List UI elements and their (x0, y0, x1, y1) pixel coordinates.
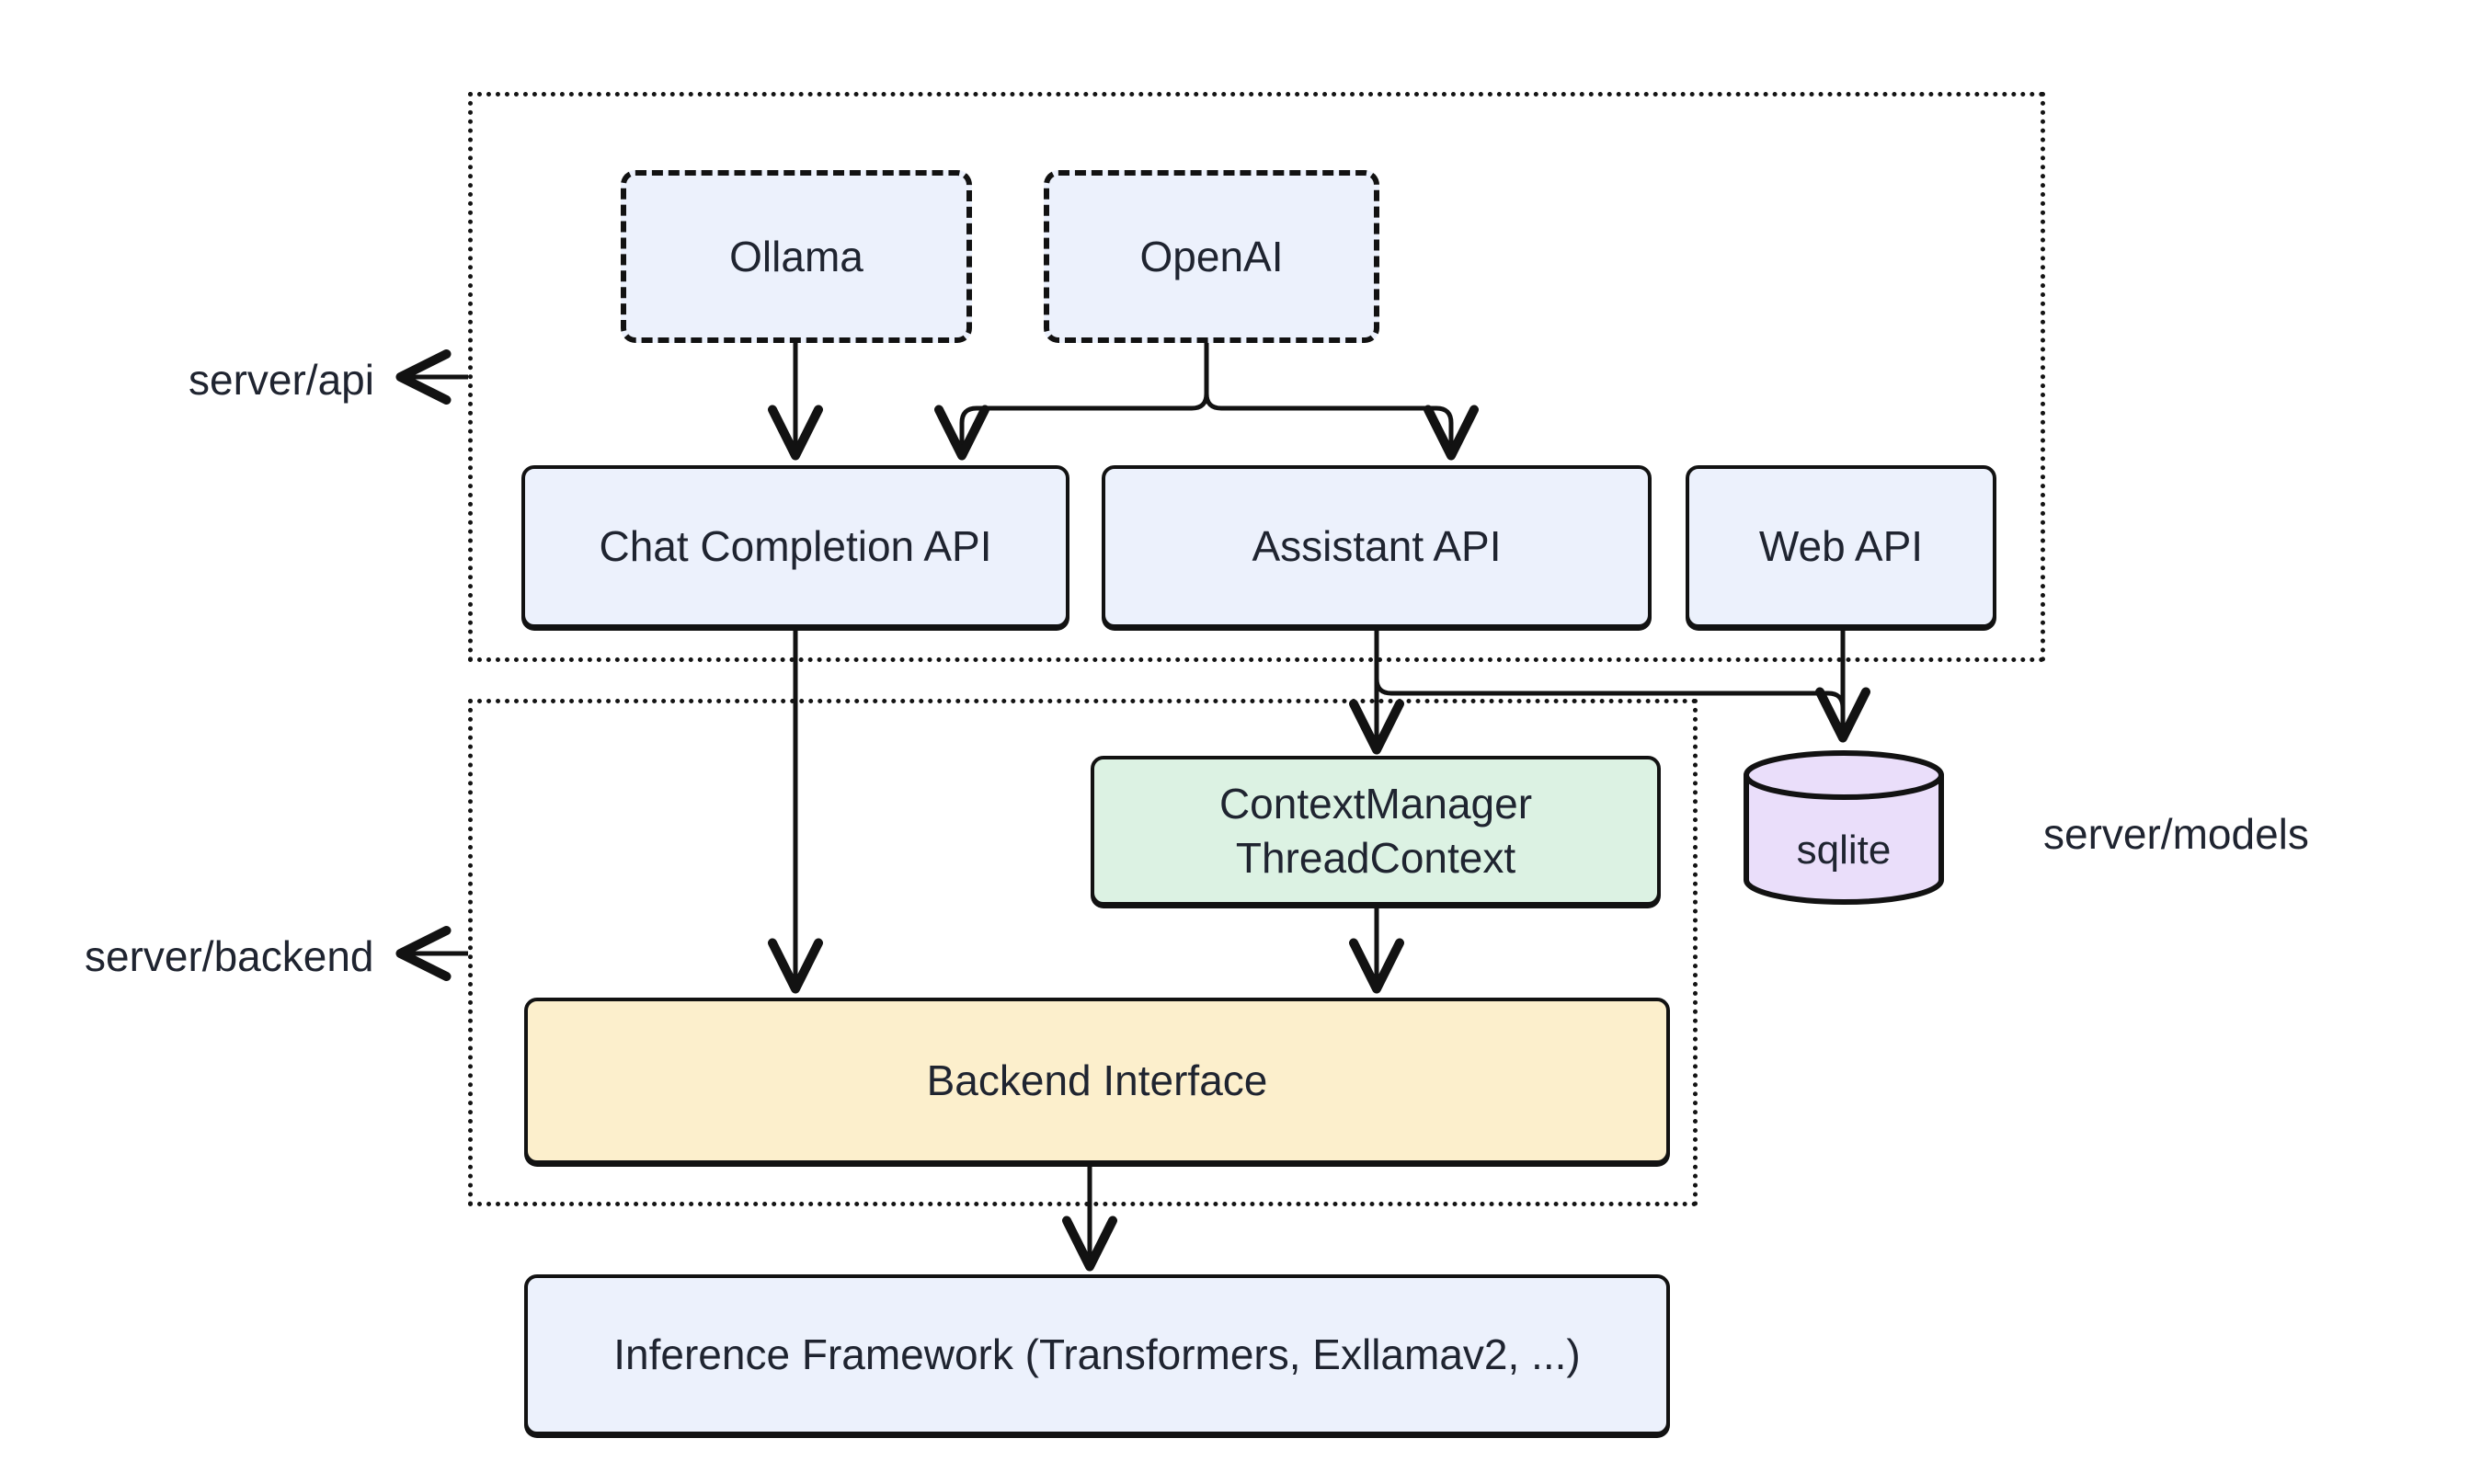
node-ollama[interactable]: Ollama (621, 170, 972, 343)
label-server-api: server/api (189, 355, 374, 405)
node-web-api-label: Web API (1758, 522, 1924, 571)
node-backend-interface[interactable]: Backend Interface (524, 998, 1670, 1164)
node-sqlite[interactable]: sqlite (1742, 750, 1946, 905)
label-server-models: server/models (2043, 809, 2309, 859)
node-chat-completion-api[interactable]: Chat Completion API (521, 465, 1069, 628)
node-assistant-api-label: Assistant API (1252, 522, 1502, 571)
node-context-manager-label-line1: ContextManager (1218, 779, 1533, 828)
node-inference-framework[interactable]: Inference Framework (Transformers, Exlla… (524, 1274, 1670, 1435)
label-server-backend-text: server/backend (85, 932, 374, 980)
label-server-backend: server/backend (85, 931, 374, 981)
group-server-api (468, 92, 2045, 662)
node-web-api[interactable]: Web API (1686, 465, 1996, 628)
edge-openai-to-chat-api (934, 393, 1209, 461)
node-openai-label: OpenAI (1139, 232, 1284, 280)
label-server-models-text: server/models (2043, 810, 2309, 858)
node-backend-interface-label: Backend Interface (926, 1056, 1268, 1105)
node-context-manager[interactable]: ContextManager ThreadContext (1091, 756, 1661, 906)
node-context-manager-label-line2: ThreadContext (1235, 833, 1516, 882)
node-inference-framework-label: Inference Framework (Transformers, Exlla… (613, 1330, 1581, 1379)
group-server-backend (468, 699, 1698, 1206)
label-server-api-text: server/api (189, 356, 374, 404)
edge-openai-to-assistant-api (1204, 393, 1479, 461)
node-assistant-api[interactable]: Assistant API (1102, 465, 1652, 628)
sqlite-cylinder-shape (1744, 750, 1944, 905)
node-chat-completion-api-label: Chat Completion API (599, 522, 992, 571)
node-ollama-label: Ollama (729, 232, 863, 280)
node-openai[interactable]: OpenAI (1044, 170, 1379, 343)
